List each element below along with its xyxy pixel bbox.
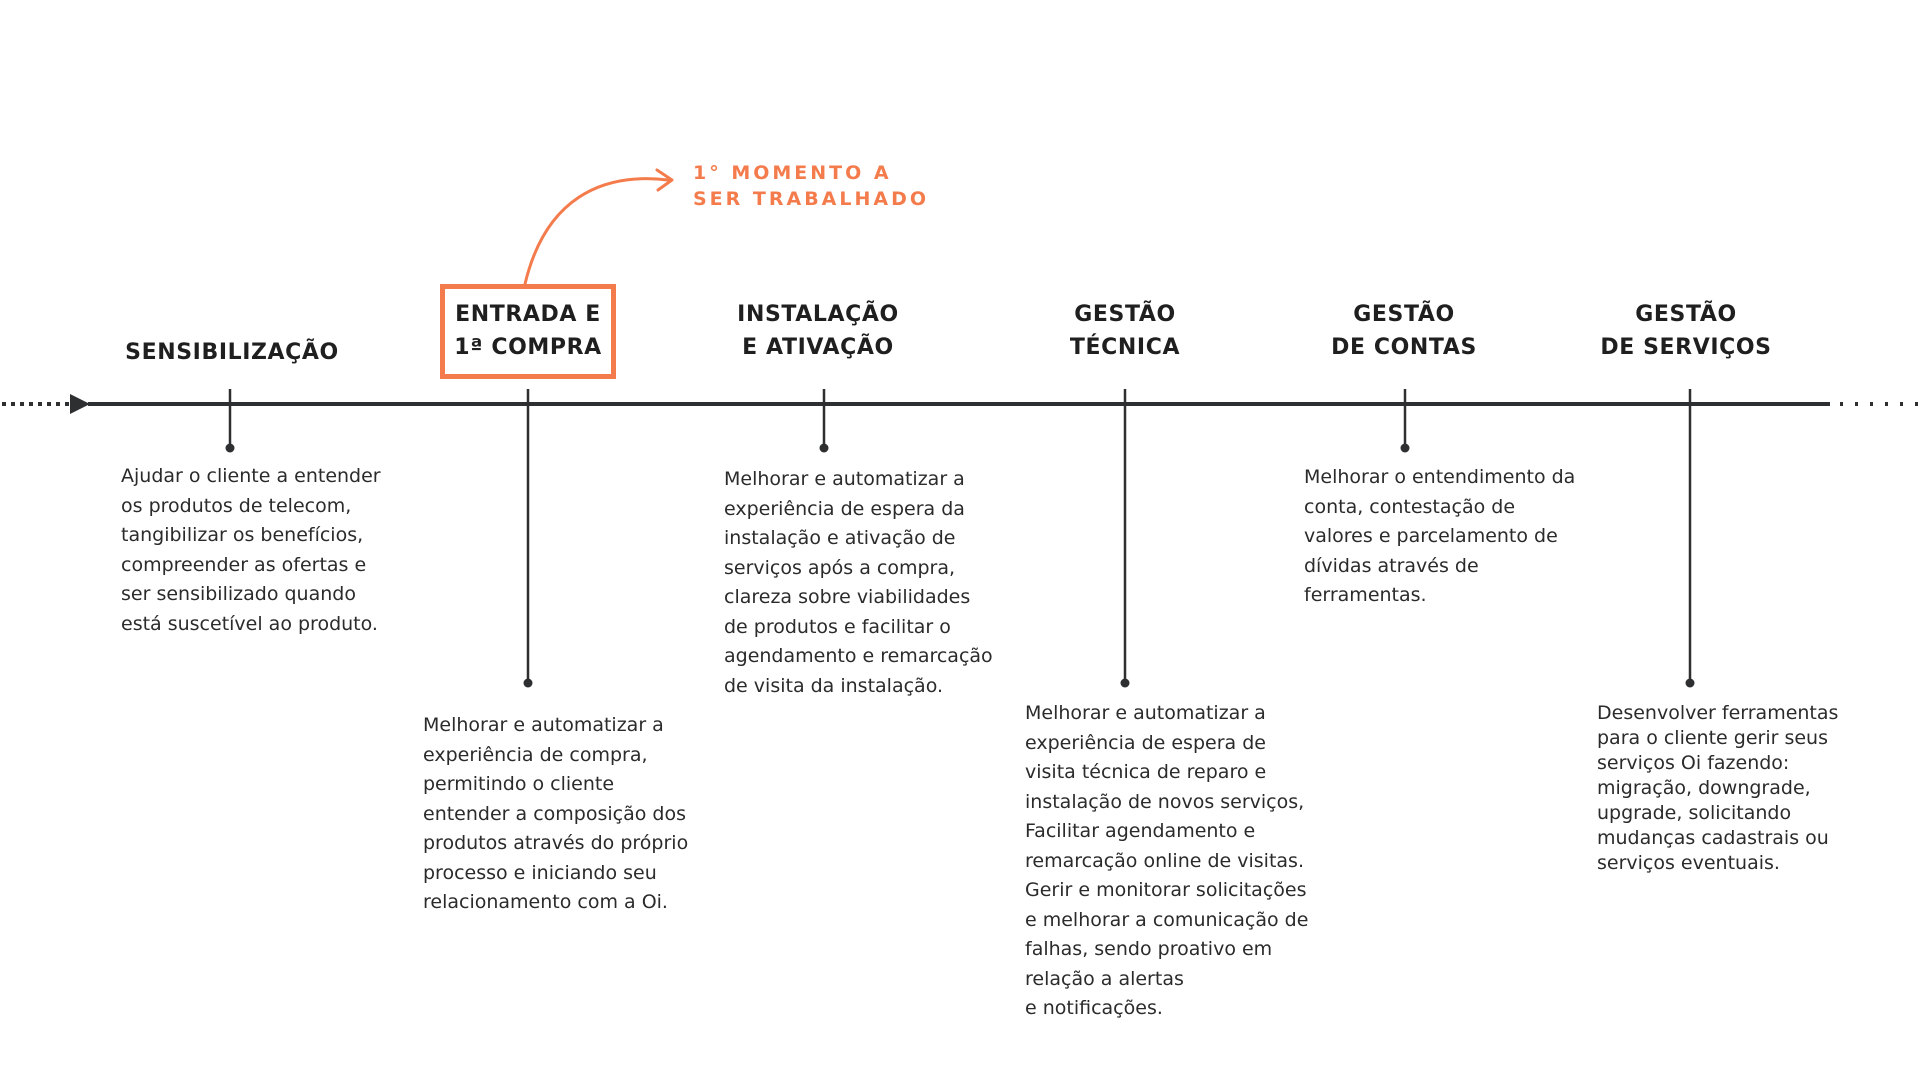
stage-connector-entrada-compra — [523, 389, 533, 688]
stage-description-gestao-tecnica: Melhorar e automatizar a experiência de … — [1025, 702, 1309, 1019]
timeline-start-arrow — [70, 394, 90, 414]
stage-description-gestao-contas: Melhorar o entendimento da conta, contes… — [1304, 466, 1576, 606]
connector-dot — [225, 443, 235, 453]
stage-title-line: INSTALAÇÃO — [737, 302, 899, 327]
stage-title-line: ENTRADA E — [455, 302, 601, 327]
connector-dot — [1685, 678, 1695, 688]
connector-dot — [1120, 678, 1130, 688]
stage-description-sensibilizacao: Ajudar o cliente a entender os produtos … — [121, 465, 381, 635]
stage-title-line: TÉCNICA — [1069, 335, 1181, 360]
connector-dot — [819, 443, 829, 453]
stage-connector-gestao-tecnica — [1120, 389, 1130, 688]
highlight-box-entrada-compra — [440, 284, 616, 379]
stage-title-entrada-compra: ENTRADA E 1ª COMPRA — [454, 298, 602, 364]
annotation-arrow — [523, 177, 670, 286]
stage-title-line: E ATIVAÇÃO — [742, 335, 894, 360]
stage-connector-instalacao-ativacao — [819, 389, 829, 453]
stage-title-line: GESTÃO — [1353, 302, 1455, 327]
stage-title-line: GESTÃO — [1635, 302, 1737, 327]
stage-title-line: DE CONTAS — [1331, 335, 1477, 360]
stage-description-entrada-compra: Melhorar e automatizar a experiência de … — [423, 714, 689, 913]
stage-title-line: 1ª COMPRA — [454, 335, 602, 360]
stage-description-gestao-servicos: Desenvolver ferramentas para o cliente g… — [1597, 702, 1839, 874]
stage-title-gestao-servicos: GESTÃO DE SERVIÇOS — [1600, 298, 1771, 364]
connector-dot — [523, 678, 533, 688]
annotation-line-1: 1° MOMENTO A — [693, 162, 892, 184]
annotation-arrowhead-icon — [655, 168, 674, 192]
stage-title-line: DE SERVIÇOS — [1600, 335, 1772, 360]
stage-title-sensibilizacao: SENSIBILIZAÇÃO — [125, 336, 339, 369]
stage-title-gestao-tecnica: GESTÃO TÉCNICA — [1070, 298, 1180, 364]
connector-dot — [1400, 443, 1410, 453]
stage-connector-sensibilizacao — [225, 389, 235, 453]
stage-title-instalacao-ativacao: INSTALAÇÃO E ATIVAÇÃO — [737, 298, 899, 364]
stage-title-line: SENSIBILIZAÇÃO — [125, 340, 339, 365]
stage-description-instalacao-ativacao: Melhorar e automatizar a experiência de … — [724, 468, 993, 697]
stage-title-line: GESTÃO — [1074, 302, 1176, 327]
stage-connector-gestao-servicos — [1685, 389, 1695, 688]
stage-title-gestao-contas: GESTÃO DE CONTAS — [1331, 298, 1477, 364]
annotation-line-2: SER TRABALHADO — [693, 188, 930, 210]
annotation-first-moment: 1° MOMENTO A SER TRABALHADO — [693, 160, 929, 212]
stage-connector-gestao-contas — [1400, 389, 1410, 453]
